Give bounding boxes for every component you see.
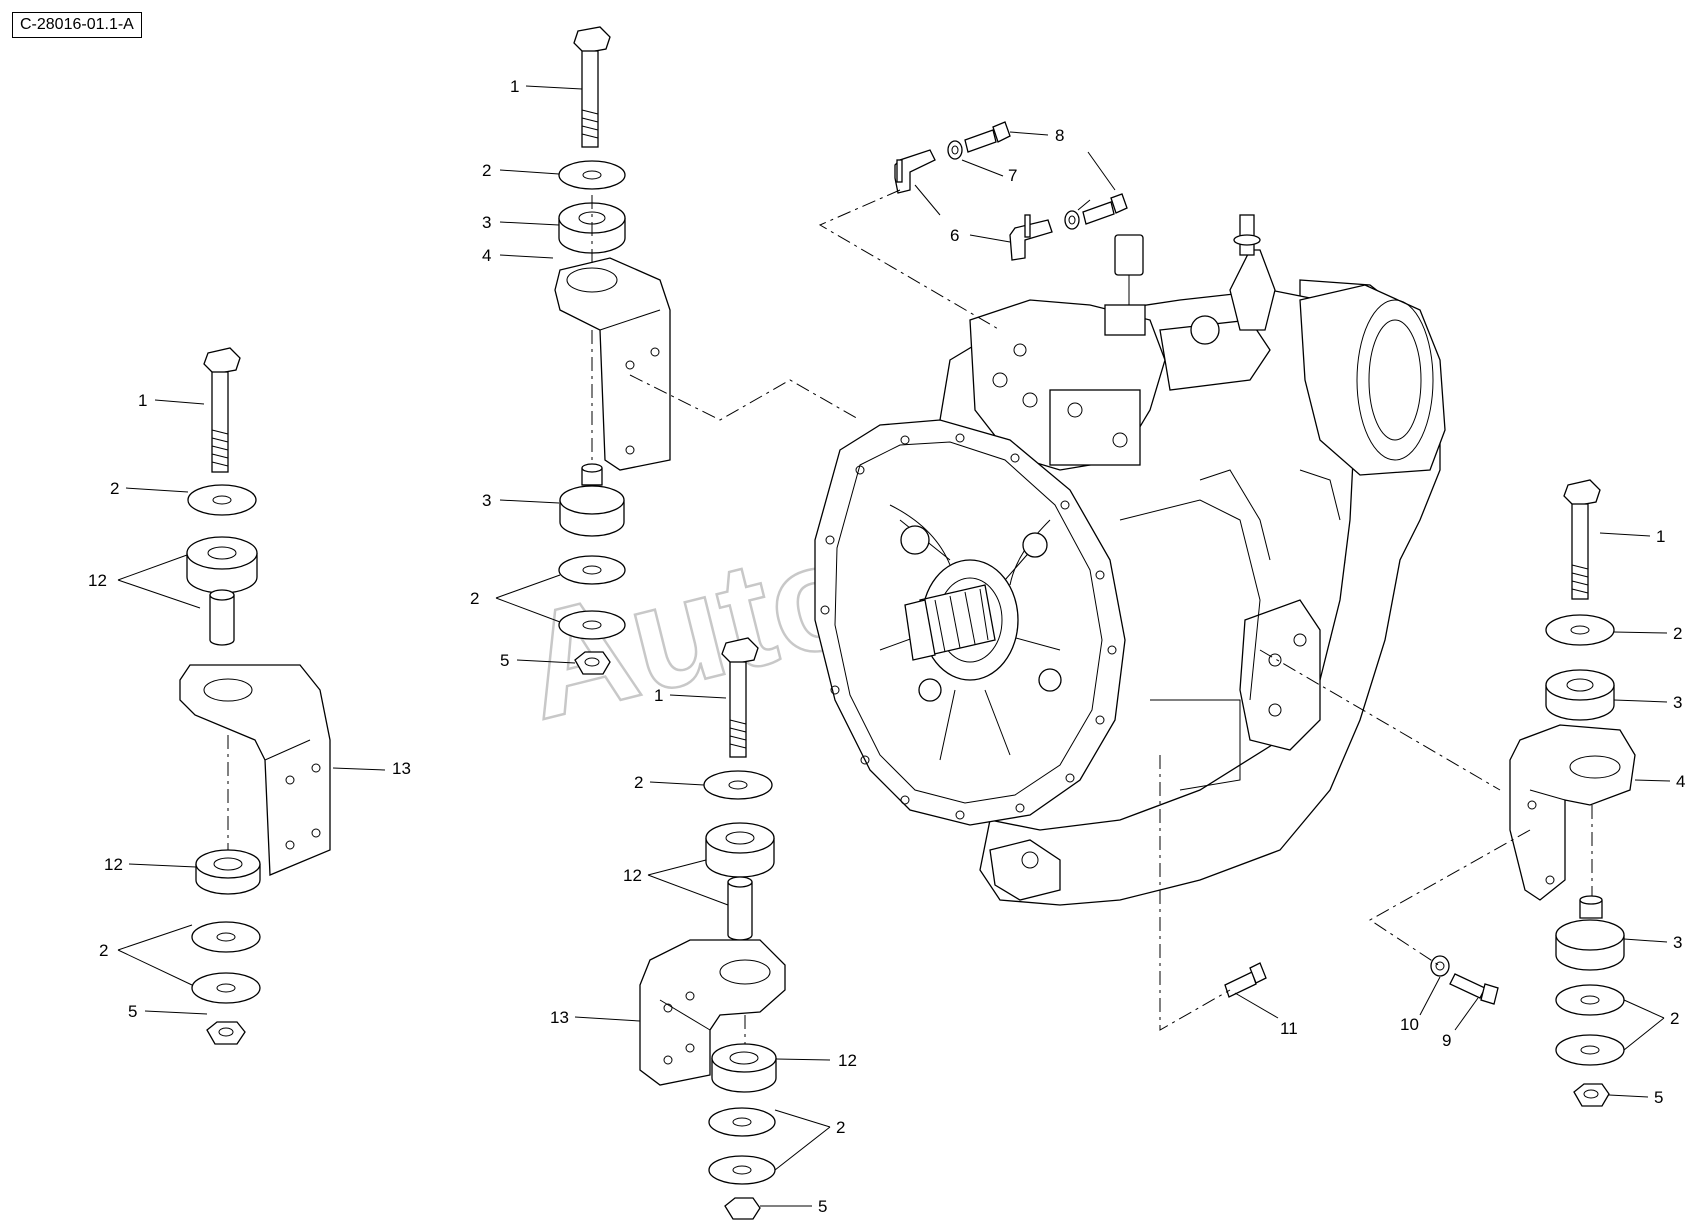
left-mount-stack [179, 347, 331, 1045]
callout-c3d: 3 [1673, 933, 1682, 952]
diagram-reference-code: C-28016-01.1-A [12, 12, 142, 38]
right-mount-stack [1509, 479, 1636, 1107]
callout-c5b: 5 [128, 1002, 137, 1021]
lower-center-mount-stack [639, 637, 786, 1220]
callout-c12d: 12 [838, 1051, 857, 1070]
callout-c1b: 1 [138, 391, 147, 410]
callout-c2a: 2 [482, 161, 491, 180]
assembly-center-lines [591, 189, 1531, 1031]
callout-c2g: 2 [1673, 624, 1682, 643]
callout-c5c: 5 [818, 1197, 827, 1216]
small-hardware [894, 121, 1499, 1005]
upper-center-mount-stack [554, 26, 671, 675]
callout-c8: 8 [1055, 126, 1064, 145]
callout-c2b: 2 [470, 589, 479, 608]
callout-c4b: 4 [1676, 772, 1685, 791]
callout-c2e: 2 [634, 773, 643, 792]
callout-c2f: 2 [836, 1118, 845, 1137]
callout-c12a: 12 [88, 571, 107, 590]
callout-c7: 7 [1008, 166, 1017, 185]
leader-lines [117, 85, 1671, 1207]
callout-c9: 9 [1442, 1031, 1451, 1050]
callout-c2h: 2 [1670, 1009, 1679, 1028]
callout-c3a: 3 [482, 213, 491, 232]
callout-c3c: 3 [1673, 693, 1682, 712]
callout-c6: 6 [950, 226, 959, 245]
callout-c10: 10 [1400, 1015, 1419, 1034]
callout-c11: 11 [1280, 1019, 1298, 1038]
callout-c1c: 1 [654, 686, 663, 705]
callout-c4a: 4 [482, 246, 491, 265]
callout-c12c: 12 [623, 866, 642, 885]
callout-c3b: 3 [482, 491, 491, 510]
callout-c2d: 2 [99, 941, 108, 960]
callout-c1a: 1 [510, 77, 519, 96]
callout-c13b: 13 [550, 1008, 569, 1027]
callout-labels: 1 2 3 4 3 2 5 1 2 12 13 12 2 5 1 2 12 13… [88, 77, 1685, 1216]
callout-c5d: 5 [1654, 1088, 1663, 1107]
callout-c12b: 12 [104, 855, 123, 874]
callout-c2c: 2 [110, 479, 119, 498]
callout-c5a: 5 [500, 651, 509, 670]
callout-c1d: 1 [1656, 527, 1665, 546]
callout-c13a: 13 [392, 759, 411, 778]
bell-housing-flange [814, 419, 1126, 826]
